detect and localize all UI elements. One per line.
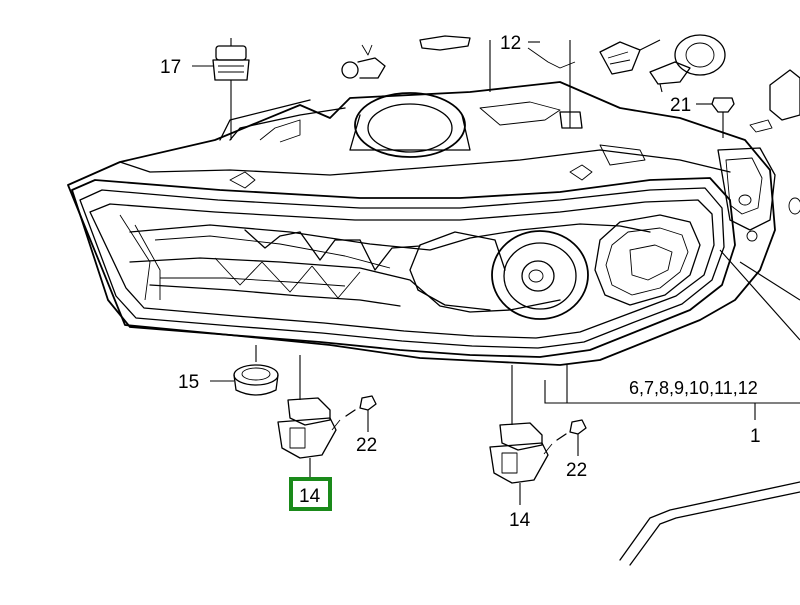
highlight-box <box>289 477 332 511</box>
part-14-bracket-right <box>489 365 549 505</box>
callout-21: 21 <box>670 95 691 116</box>
wiring-harness <box>619 481 800 566</box>
part-17-cap <box>212 38 250 140</box>
part-22-screw-right <box>543 419 587 456</box>
part-12-cable <box>489 40 583 129</box>
part-top-right-connector <box>599 39 661 75</box>
part-top-connector <box>419 35 471 51</box>
callout-12: 12 <box>500 33 521 54</box>
callout-17: 17 <box>160 57 181 78</box>
headlight-housing <box>67 81 800 366</box>
part-bulb-top <box>341 44 386 79</box>
callout-14-right: 14 <box>509 510 531 531</box>
callout-14-highlighted: 14 <box>299 486 321 507</box>
part-bulb-socket <box>649 34 726 93</box>
part-14-bracket-left <box>277 355 337 478</box>
part-15-grommet <box>233 345 279 396</box>
part-right-edge-connector <box>749 69 800 133</box>
group-bracket <box>544 249 800 420</box>
callout-22-right: 22 <box>566 460 587 481</box>
part-21-plug <box>711 97 735 138</box>
part-22-screw-left <box>331 395 377 432</box>
callout-group: 6,7,8,9,10,11,12 <box>629 378 758 398</box>
callout-22-left: 22 <box>356 435 377 456</box>
callout-1: 1 <box>750 426 761 447</box>
highlighted-callout-14: 14 <box>289 477 332 511</box>
callout-15: 15 <box>178 372 199 393</box>
